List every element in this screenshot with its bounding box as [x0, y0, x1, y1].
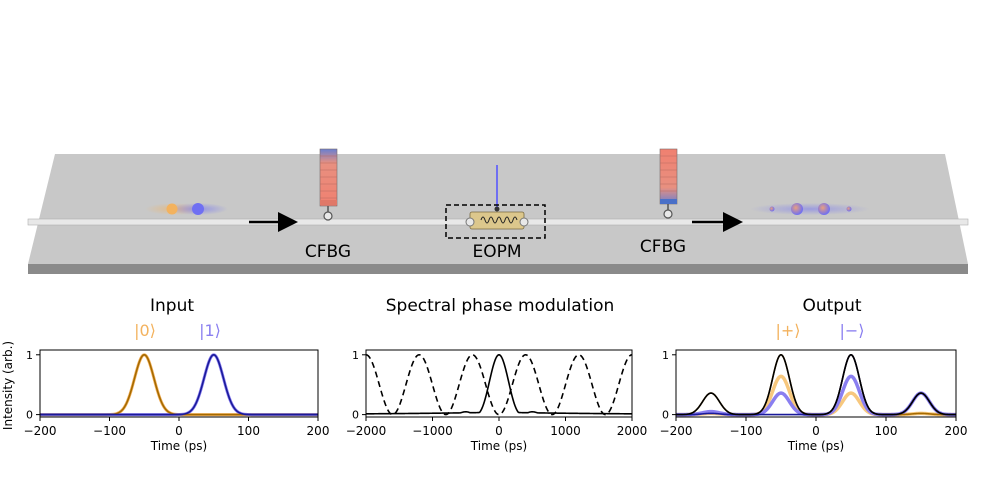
y-tick-label: 0 — [352, 409, 359, 422]
plot-frame — [39, 349, 319, 418]
series-line-4 — [675, 353, 957, 416]
series-line-0 — [674, 374, 958, 417]
panel-phase-title: Spectral phase modulation — [386, 296, 615, 316]
panel-input-title: Input — [150, 296, 194, 316]
x-tick-label: 200 — [945, 424, 968, 438]
x-tick-label: 0 — [175, 424, 183, 438]
x-tick-label: 2000 — [617, 424, 648, 438]
series-line-3 — [39, 353, 319, 416]
photon-orange — [166, 203, 178, 215]
series-line-0 — [39, 353, 319, 417]
x-tick-label: −1000 — [412, 424, 453, 438]
x-tick-label: 100 — [875, 424, 898, 438]
x-tick-label: 0 — [812, 424, 820, 438]
y-tick-label: 1 — [352, 349, 359, 362]
cfbg-right — [659, 148, 678, 219]
y-tick-label: 1 — [26, 349, 33, 362]
y-tick-label: 0 — [662, 409, 669, 422]
y-tick-label: 0 — [26, 409, 33, 422]
grating-bar — [319, 148, 338, 207]
series-line-1 — [39, 353, 319, 417]
series-line-2 — [39, 353, 319, 416]
y-tick-label: 1 — [662, 349, 669, 362]
x-tick-label: −100 — [93, 424, 126, 438]
x-tick-label: −200 — [24, 424, 57, 438]
legend-ket-minus: |−⟩ — [839, 321, 864, 340]
photon-small-left — [769, 206, 775, 212]
photon-mixed-2 — [818, 203, 830, 215]
legend-ket-0: |0⟩ — [134, 321, 156, 340]
plot-frame — [675, 349, 957, 418]
legend-ket-1: |1⟩ — [199, 321, 221, 340]
legend-ket-plus: |+⟩ — [775, 321, 800, 340]
cfbg-right-label: CFBG — [640, 237, 686, 257]
chip-front-edge — [28, 264, 968, 274]
series-line-2 — [675, 353, 957, 416]
x-tick-label: 200 — [307, 424, 330, 438]
x-axis-label: Time (ps) — [150, 439, 207, 453]
photon-blue — [192, 203, 204, 215]
coil-icon — [480, 216, 518, 224]
eopm-module — [445, 165, 546, 239]
eopm-label: EOPM — [472, 242, 521, 262]
x-tick-label: 100 — [237, 424, 260, 438]
x-tick-label: −2000 — [346, 424, 387, 438]
input-photons — [145, 203, 228, 215]
series-line-1 — [674, 374, 958, 417]
x-axis-label: Time (ps) — [470, 439, 527, 453]
cfbg-left-label: CFBG — [305, 242, 351, 262]
series-line-0 — [365, 353, 633, 415]
x-tick-label: 0 — [495, 424, 503, 438]
eopm-box — [445, 204, 546, 239]
x-tick-label: 1000 — [550, 424, 581, 438]
x-tick-label: −200 — [660, 424, 693, 438]
y-axis-label: Intensity (arb.) — [1, 341, 15, 430]
cfbg-left — [319, 148, 338, 221]
series-line-1 — [365, 353, 633, 416]
photon-small-right — [846, 206, 852, 212]
series-line-3 — [675, 353, 957, 416]
x-axis-label: Time (ps) — [787, 439, 844, 453]
photon-mixed-1 — [791, 203, 803, 215]
grating-bar — [659, 148, 678, 205]
output-photons — [750, 203, 870, 215]
x-tick-label: −100 — [730, 424, 763, 438]
panel-output-title: Output — [802, 296, 861, 316]
